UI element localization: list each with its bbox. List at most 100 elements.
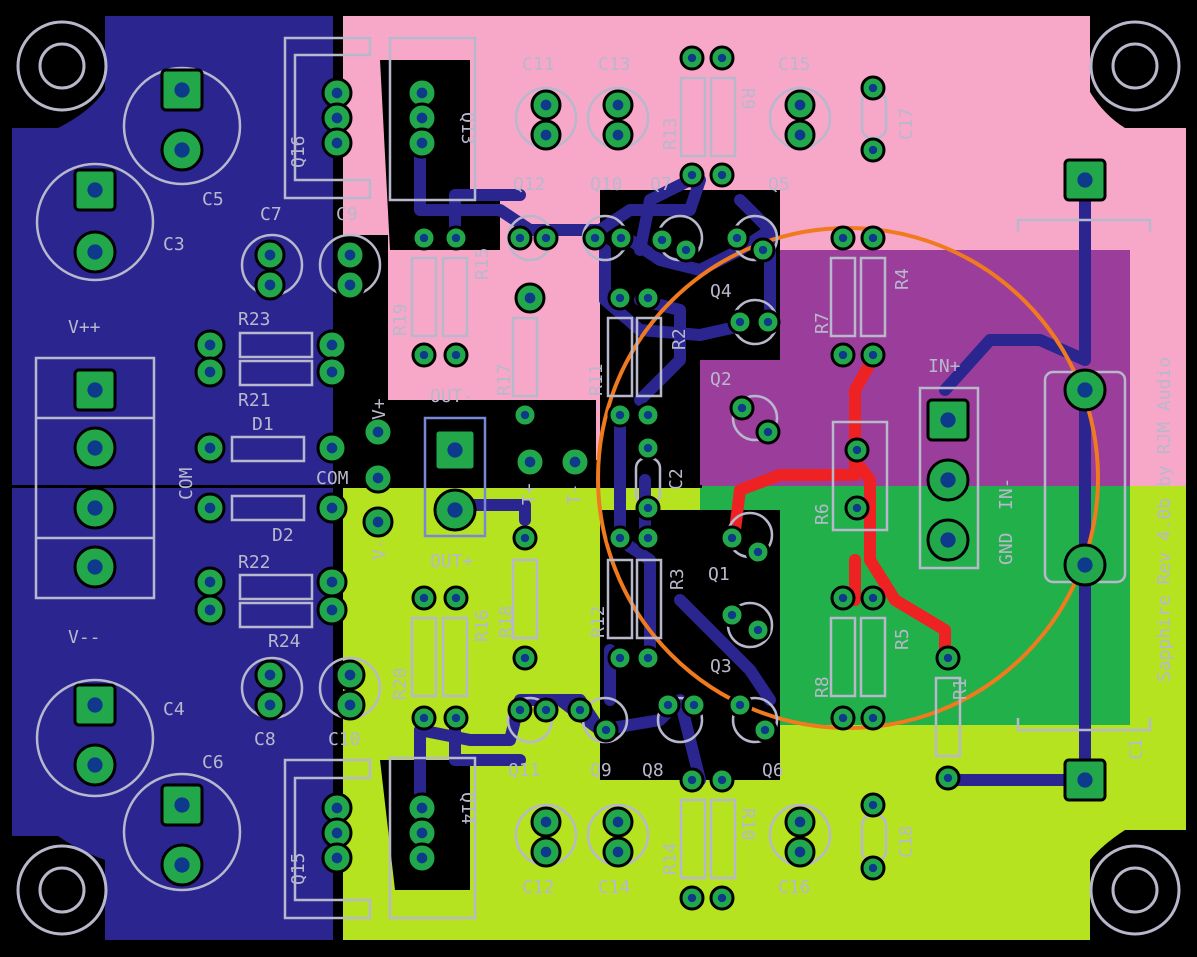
pad [784, 119, 816, 151]
pad [160, 68, 204, 112]
pad [362, 462, 394, 494]
pad [316, 329, 348, 361]
pad [160, 843, 204, 887]
label-r24: R24 [268, 631, 301, 652]
pad [860, 75, 886, 101]
pad [635, 525, 661, 551]
label-c1: C1 [1126, 738, 1147, 760]
pad [321, 842, 353, 874]
label-vmm: V-- [68, 627, 101, 648]
cap-c5-outline [122, 66, 242, 186]
pad [1063, 368, 1107, 412]
pad [411, 342, 437, 368]
pad [679, 767, 705, 793]
label-r22: R22 [238, 552, 271, 573]
label-r15: R15 [472, 247, 493, 280]
label-r14: R14 [660, 842, 681, 875]
pad [593, 717, 619, 743]
pad [443, 342, 469, 368]
pad [254, 659, 286, 691]
pad [530, 806, 562, 838]
label-q13: Q13 [457, 112, 478, 145]
label-c12: C12 [522, 877, 555, 898]
pad [635, 402, 661, 428]
label-c13: C13 [598, 54, 631, 75]
pad [752, 717, 778, 743]
pad [321, 817, 353, 849]
label-r7: R7 [812, 312, 833, 334]
label-c4: C4 [163, 699, 185, 720]
label-c2: C2 [666, 468, 687, 490]
pad [73, 486, 117, 530]
labels: C11 C13 C15 C5 C3 C7 C9 C4 C6 C8 C10 C12… [68, 54, 961, 898]
label-q9: Q9 [590, 760, 612, 781]
pad [784, 89, 816, 121]
pad [727, 692, 753, 718]
pad [607, 525, 633, 551]
pad [745, 539, 771, 565]
label-r13: R13 [660, 117, 681, 150]
pad [433, 428, 477, 472]
pad [709, 162, 735, 188]
cap-c6-outline [122, 772, 242, 892]
pad [321, 792, 353, 824]
pad [406, 842, 438, 874]
pad [679, 45, 705, 71]
label-q6: Q6 [762, 760, 784, 781]
label-d2: D2 [272, 525, 294, 546]
pad [602, 836, 634, 868]
mounting-hole-br [1089, 844, 1181, 936]
pad [926, 458, 970, 502]
output-header [423, 416, 487, 538]
pad [362, 506, 394, 538]
pad [1063, 758, 1107, 802]
pad [679, 162, 705, 188]
mask-output-area [388, 400, 596, 486]
pad [512, 525, 538, 551]
pad [73, 168, 117, 212]
pad [681, 692, 707, 718]
pad [194, 329, 226, 361]
pad [73, 426, 117, 470]
pad [724, 225, 750, 251]
pad [1063, 158, 1107, 202]
pad [830, 225, 856, 251]
pad [935, 645, 961, 671]
pad [719, 602, 745, 628]
label-d1: D1 [252, 414, 274, 435]
label-c6: C6 [202, 752, 224, 773]
label-q11: Q11 [508, 760, 541, 781]
pad [194, 356, 226, 388]
label-q15: Q15 [288, 852, 309, 885]
mask-upper-amp [380, 60, 500, 250]
pad [830, 705, 856, 731]
pad [73, 545, 117, 589]
pad [935, 765, 961, 791]
mounting-hole-bl [16, 844, 108, 936]
pad [679, 885, 705, 911]
pad [406, 127, 438, 159]
pad [655, 692, 681, 718]
label-r5: R5 [892, 628, 913, 650]
label-c5: C5 [202, 189, 224, 210]
pad [649, 227, 675, 253]
label-r16: R16 [472, 609, 493, 642]
pad [608, 225, 634, 251]
pad [512, 402, 538, 428]
label-c10: C10 [328, 729, 361, 750]
mounting-holes [16, 20, 1181, 936]
pad [316, 356, 348, 388]
label-com2: COM [316, 468, 349, 489]
pad [73, 230, 117, 274]
label-r9: R9 [737, 88, 758, 110]
mounting-hole-tl [16, 20, 108, 112]
pad [160, 783, 204, 827]
pad [321, 102, 353, 134]
pad [750, 237, 776, 263]
input-header [918, 386, 980, 570]
label-r4: R4 [892, 268, 913, 290]
pad [334, 689, 366, 721]
label-in-neg: IN- [996, 477, 1017, 510]
pad [719, 525, 745, 551]
terminal-block-power [34, 356, 156, 600]
